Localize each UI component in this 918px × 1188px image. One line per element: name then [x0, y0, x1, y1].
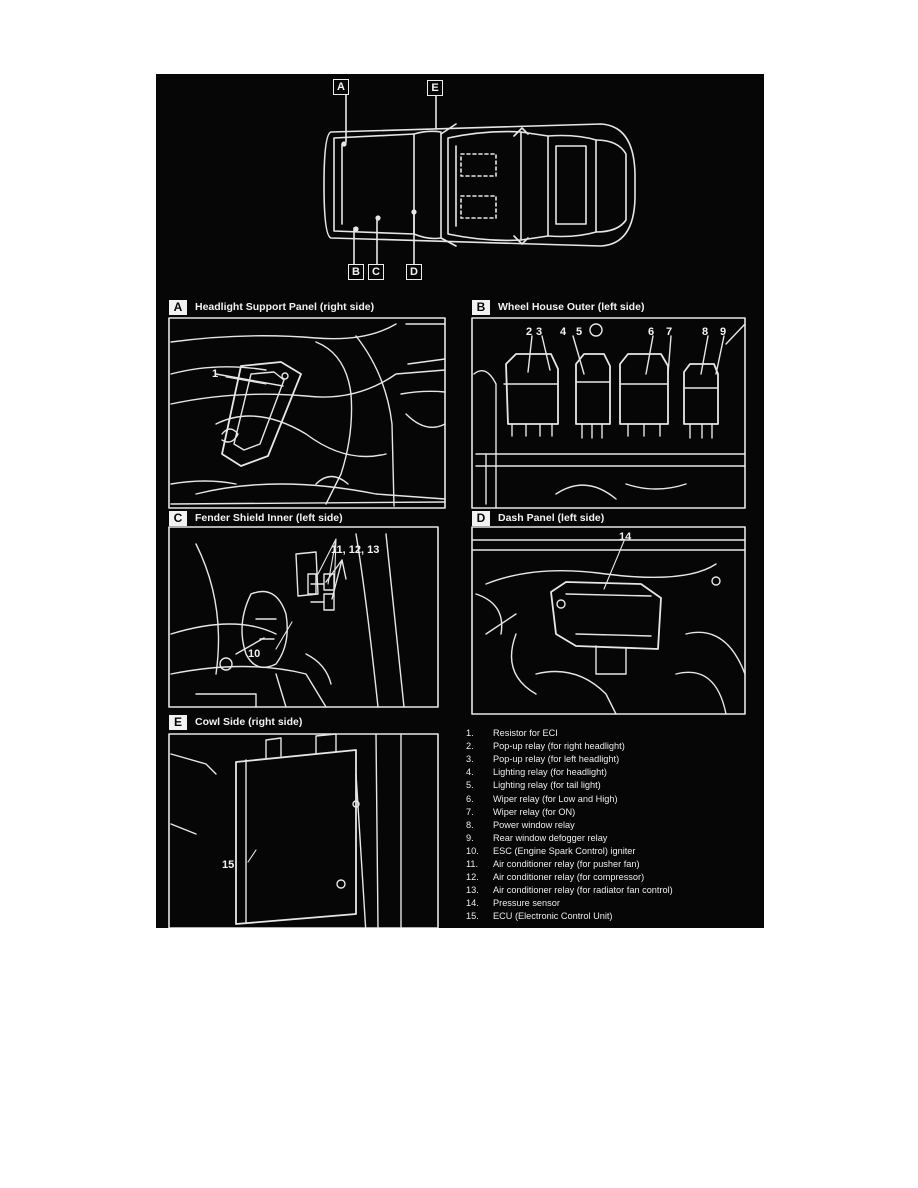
legend-item-number: 11.	[466, 859, 479, 869]
panel-c-title: Fender Shield Inner (left side)	[195, 512, 343, 524]
legend-item-number: 4.	[466, 767, 474, 778]
panel-e-frame	[168, 733, 439, 928]
panel-e-art	[170, 733, 402, 928]
panel-e-title: Cowl Side (right side)	[195, 716, 303, 728]
legend-item-number: 3.	[466, 754, 474, 765]
callout-7: 7	[666, 326, 673, 338]
panel-d-title: Dash Panel (left side)	[498, 512, 605, 524]
legend-item-number: 7.	[466, 806, 474, 817]
legend-item-text: Wiper relay (for Low and High)	[493, 793, 618, 804]
legend-item-text: Pop-up relay (for right headlight)	[493, 741, 625, 752]
callout-8: 8	[702, 326, 709, 338]
panel-b-title: Wheel House Outer (left side)	[498, 301, 645, 313]
callout-leaders	[225, 376, 625, 863]
legend-item-number: 1.	[466, 728, 474, 738]
relay-location-diagram: A E B C D A Headlight Support Panel (rig…	[156, 74, 764, 928]
legend-item-number: 10.	[466, 845, 479, 856]
legend-item-text: Air conditioner relay (for compressor)	[493, 872, 645, 883]
panel-a-frame	[168, 317, 446, 509]
legend-item-number: 15.	[466, 911, 479, 922]
legend-item-number: 6.	[466, 793, 474, 804]
panel-d-art	[471, 539, 746, 715]
legend-item-text: Resistor for ECI	[493, 728, 558, 738]
callout-1: 1	[212, 368, 219, 380]
legend-item-text: Lighting relay (for tail light)	[493, 780, 601, 791]
legend-item-text: Pressure sensor	[493, 898, 560, 909]
panel-d-letter: D	[472, 511, 490, 526]
panel-a-title: Headlight Support Panel (right side)	[195, 301, 375, 313]
callout-6: 6	[648, 326, 655, 338]
panel-b-letter: B	[472, 300, 490, 315]
callout-9: 9	[720, 326, 727, 338]
panel-e-letter: E	[169, 715, 187, 730]
callout-2: 2	[526, 326, 533, 338]
car-top-view	[323, 89, 636, 267]
panel-c-letter: C	[169, 511, 187, 526]
location-tag-a: A	[333, 79, 349, 95]
legend-item-text: Wiper relay (for ON)	[493, 806, 576, 817]
callout-5: 5	[576, 326, 583, 338]
callout-15: 15	[222, 859, 235, 871]
panel-a-letter: A	[169, 300, 187, 315]
location-tag-c: C	[368, 264, 384, 280]
panel-c-frame	[168, 526, 439, 708]
legend-item-text: Rear window defogger relay	[493, 832, 608, 843]
legend-item-number: 14.	[466, 898, 479, 909]
panel-b-frame	[471, 317, 746, 509]
panel-d-frame	[471, 526, 746, 715]
legend-item-text: ECU (Electronic Control Unit)	[493, 911, 613, 922]
legend-item-number: 9.	[466, 832, 474, 843]
panel-c-art	[170, 533, 405, 708]
legend-item-text: Air conditioner relay (for pusher fan)	[493, 859, 640, 869]
callout-4: 4	[560, 326, 567, 338]
legend-item-number: 2.	[466, 741, 474, 752]
location-tag-b: B	[348, 264, 364, 280]
legend-item-number: 13.	[466, 885, 479, 896]
legend-item-text: Power window relay	[493, 819, 575, 830]
legend-item-text: Pop-up relay (for left headlight)	[493, 754, 620, 765]
location-tag-d: D	[406, 264, 422, 280]
legend-item-number: 5.	[466, 780, 474, 791]
callout-3: 3	[536, 326, 543, 338]
legend-item-number: 12.	[466, 872, 479, 883]
panel-b-art	[473, 323, 746, 509]
legend-item-text: ESC (Engine Spark Control) igniter	[493, 845, 636, 856]
callout-10: 10	[248, 648, 261, 660]
legend-item-number: 8.	[466, 819, 474, 830]
panel-a-art	[170, 323, 446, 507]
callout-11-12-13: 11, 12, 13	[331, 544, 380, 556]
legend-item-text: Lighting relay (for headlight)	[493, 767, 607, 778]
diagram-artwork	[168, 89, 746, 928]
location-tag-e: E	[427, 80, 443, 96]
callout-14: 14	[619, 531, 632, 543]
legend-item-text: Air conditioner relay (for radiator fan …	[493, 885, 673, 896]
